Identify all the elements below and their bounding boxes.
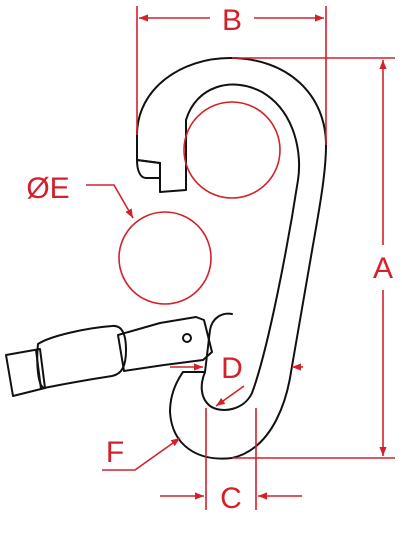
f-leader — [102, 437, 181, 471]
carabiner-body — [136, 57, 327, 460]
gate-rivet — [182, 333, 192, 343]
label-d: D — [221, 352, 243, 385]
inner-opening-circle — [183, 101, 281, 199]
label-c: C — [220, 482, 242, 515]
gate-end-cap — [5, 348, 46, 397]
hook-inner-edge — [204, 312, 233, 373]
gate-sleeve — [36, 324, 127, 389]
hook-outer-contour — [136, 57, 327, 460]
gate-plunger — [117, 316, 213, 372]
label-a: A — [373, 252, 393, 285]
dimension-labels: B A ØE D F C — [26, 4, 393, 515]
end-cap-seam — [35, 349, 42, 390]
label-e: ØE — [26, 172, 69, 205]
e-diameter-circle — [118, 211, 212, 305]
latch-notch — [136, 159, 161, 179]
label-b: B — [222, 4, 242, 37]
spring-gate — [5, 316, 213, 397]
dimension-geometry — [86, 6, 395, 510]
label-f: F — [106, 436, 124, 469]
d-leader — [215, 385, 245, 407]
e-leader — [86, 184, 134, 219]
